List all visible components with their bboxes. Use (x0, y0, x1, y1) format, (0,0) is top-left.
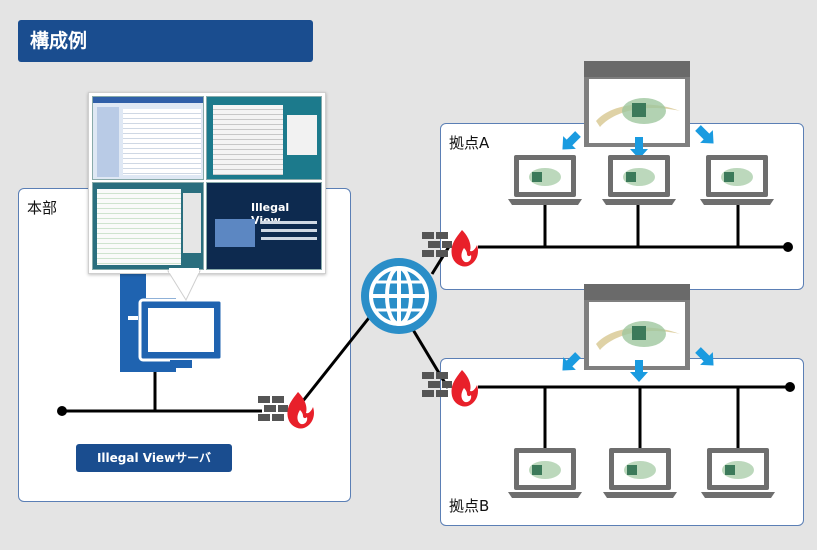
screenshot-thumbnail (92, 96, 204, 180)
display-monitor-icon (584, 284, 690, 370)
branch-a-site-label: 拠点A (449, 134, 490, 152)
globe-icon (361, 258, 437, 334)
arrow-icon (556, 127, 585, 156)
laptop-icon (603, 448, 677, 498)
screenshot-thumbnail (206, 96, 322, 180)
laptop-icon (508, 155, 582, 205)
display-monitor-icon (584, 61, 690, 147)
hq-site-label: 本部 (27, 199, 58, 217)
screenshot-thumbnail (92, 182, 204, 270)
arrow-icon (556, 348, 585, 377)
page-title: 構成例 (18, 20, 313, 62)
firewall-icon (422, 230, 478, 267)
screenshot-callout: Illegal View (88, 92, 326, 274)
laptop-icon (508, 448, 582, 498)
laptop-icon (700, 155, 774, 205)
laptop-icon (701, 448, 775, 498)
arrow-icon (691, 121, 720, 150)
arrow-icon (691, 343, 720, 372)
screenshot-thumbnail: Illegal View (206, 182, 322, 270)
firewall-icon (422, 370, 478, 407)
branch-b-site-label: 拠点B (449, 497, 490, 515)
laptop-icon (602, 155, 676, 205)
desktop-pc-icon (120, 272, 224, 372)
server-label: Illegal Viewサーバ (76, 444, 232, 472)
